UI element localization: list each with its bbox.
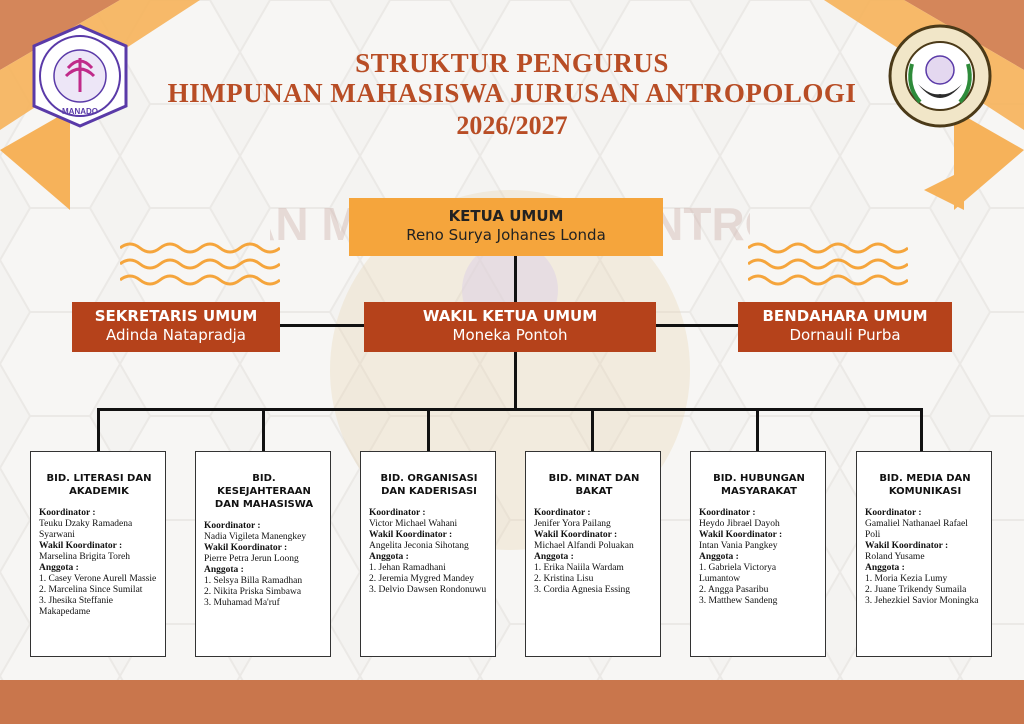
unsrat-logo: MANADO	[32, 24, 128, 128]
anggota-item: 2. Jeremia Mygred Mandey	[369, 574, 474, 584]
koordinator-name: Jenifer Yora Pailang	[534, 519, 611, 529]
koordinator-name: Heydo Jibrael Dayoh	[699, 519, 780, 529]
koordinator-label: Koordinator :	[39, 508, 96, 518]
bendahara-umum-box: BENDAHARA UMUM Dornauli Purba	[738, 302, 952, 352]
connector-div-3	[427, 408, 430, 452]
sekretaris-name: Adinda Natapradja	[106, 326, 246, 344]
anggota-item: 1. Gabriela Victorya Lumantow	[699, 563, 777, 584]
ketua-umum-box: KETUA UMUM Reno Surya Johanes Londa	[349, 198, 663, 256]
anggota-item: 1. Erika Naiila Wardam	[534, 563, 624, 573]
koordinator-label: Koordinator :	[865, 508, 922, 518]
koordinator-label: Koordinator :	[369, 508, 426, 518]
anggota-item: 1. Casey Verone Aurell Massie	[39, 574, 157, 584]
connector-div-1	[97, 408, 100, 452]
connector-div-5	[756, 408, 759, 452]
division-card-minat-bakat: BID. MINAT DAN BAKAT Koordinator : Jenif…	[525, 451, 661, 657]
wakil-koordinator-label: Wakil Koordinator :	[204, 543, 288, 553]
anggota-item: 2. Angga Pasaribu	[699, 585, 769, 595]
anggota-item: 3. Matthew Sandeng	[699, 596, 778, 606]
anggota-item: 3. Delvio Dawsen Rondonuwu	[369, 585, 487, 595]
division-title: BID. KESEJAHTERAAN DAN MAHASISWA	[214, 473, 314, 510]
anggota-label: Anggota :	[534, 552, 574, 562]
sekretaris-umum-box: SEKRETARIS UMUM Adinda Natapradja	[72, 302, 280, 352]
division-card-kesejahteraan: BID. KESEJAHTERAAN DAN MAHASISWA Koordin…	[195, 451, 331, 657]
division-title: BID. ORGANISASI DAN KADERISASI	[380, 473, 478, 497]
sekretaris-role: SEKRETARIS UMUM	[94, 307, 258, 325]
wakil-role: WAKIL KETUA UMUM	[422, 307, 598, 325]
anggota-item: 1. Selsya Billa Ramadhan	[204, 576, 303, 586]
anggota-item: 1. Jehan Ramadhani	[369, 563, 446, 573]
connector-bendahara	[656, 324, 738, 327]
koordinator-label: Koordinator :	[204, 521, 261, 531]
wavy-decoration-right	[748, 242, 908, 286]
wakil-koordinator-label: Wakil Koordinator :	[699, 530, 783, 540]
wakil-koordinator-name: Intan Vania Pangkey	[699, 541, 778, 551]
wavy-decoration-left	[120, 242, 280, 286]
anggota-item: 2. Kristina Lisu	[534, 574, 594, 584]
anggota-item: 2. Nikita Priska Simbawa	[204, 587, 302, 597]
koordinator-name: Gamaliel Nathanael Rafael Poli	[865, 519, 968, 540]
anggota-item: 1. Moria Kezia Lumy	[865, 574, 948, 584]
wakil-koordinator-name: Angelita Jeconia Sihotang	[369, 541, 469, 551]
anggota-item: 3. Muhamad Ma'ruf	[204, 598, 280, 608]
wakil-koordinator-label: Wakil Koordinator :	[534, 530, 618, 540]
connector-horizontal-divisions	[97, 408, 922, 411]
division-card-media: BID. MEDIA DAN KOMUNIKASI Koordinator : …	[856, 451, 992, 657]
anggota-label: Anggota :	[369, 552, 409, 562]
wakil-koordinator-name: Marselina Brigita Toreh	[39, 552, 130, 562]
anggota-label: Anggota :	[204, 565, 244, 575]
division-title: BID. MINAT DAN BAKAT	[548, 473, 640, 497]
wakil-koordinator-name: Michael Alfandi Poluakan	[534, 541, 634, 551]
koordinator-name: Victor Michael Wahani	[369, 519, 458, 529]
title-line-2: HIMPUNAN MAHASISWA JURUSAN ANTROPOLOGI	[167, 78, 857, 108]
bendahara-role: BENDAHARA UMUM	[762, 307, 928, 325]
koordinator-label: Koordinator :	[699, 508, 756, 518]
koordinator-name: Nadia Vigileta Manengkey	[204, 532, 307, 542]
ketua-role: KETUA UMUM	[448, 207, 564, 225]
wakil-koordinator-name: Pierre Petra Jerun Loong	[204, 554, 299, 564]
ketua-name: Reno Surya Johanes Londa	[406, 226, 606, 244]
division-title: BID. MEDIA DAN KOMUNIKASI	[879, 473, 971, 497]
anggota-item: 3. Jehezkiel Savior Moningka	[865, 596, 979, 606]
connector-div-2	[262, 408, 265, 452]
wakil-name: Moneka Pontoh	[452, 326, 568, 344]
wakil-koordinator-label: Wakil Koordinator :	[865, 541, 949, 551]
unsrat-logo-sub: MANADO	[62, 107, 98, 116]
anggota-label: Anggota :	[699, 552, 739, 562]
anggota-item: 2. Juane Trikendy Sumaila	[865, 585, 967, 595]
division-card-organisasi: BID. ORGANISASI DAN KADERISASI Koordinat…	[360, 451, 496, 657]
division-card-humas: BID. HUBUNGAN MASYARAKAT Koordinator : H…	[690, 451, 826, 657]
hima-antropologi-logo	[888, 24, 992, 128]
title-line-1: STRUKTUR PENGURUS	[355, 48, 669, 78]
bendahara-name: Dornauli Purba	[789, 326, 901, 344]
division-card-literasi: BID. LITERASI DAN AKADEMIK Koordinator :…	[30, 451, 166, 657]
anggota-item: 3. Cordia Agnesia Essing	[534, 585, 631, 595]
division-title: BID. HUBUNGAN MASYARAKAT	[713, 473, 805, 497]
koordinator-label: Koordinator :	[534, 508, 591, 518]
wakil-koordinator-label: Wakil Koordinator :	[39, 541, 123, 551]
footer-band	[0, 680, 1024, 724]
connector-div-6	[920, 408, 923, 452]
anggota-item: 3. Jhesika Steffanie Makapedame	[39, 596, 113, 617]
wakil-koordinator-name: Roland Yusame	[865, 552, 925, 562]
connector-div-4	[591, 408, 594, 452]
anggota-item: 2. Marcelina Since Sumilat	[39, 585, 143, 595]
wakil-ketua-umum-box: WAKIL KETUA UMUM Moneka Pontoh	[364, 302, 656, 352]
wakil-koordinator-label: Wakil Koordinator :	[369, 530, 453, 540]
connector-sekretaris	[280, 324, 364, 327]
koordinator-name: Teuku Dzaky Ramadena Syarwani	[39, 519, 133, 540]
anggota-label: Anggota :	[865, 563, 905, 573]
division-title: BID. LITERASI DAN AKADEMIK	[46, 473, 152, 497]
anggota-label: Anggota :	[39, 563, 79, 573]
title-year: 2026/2027	[456, 111, 568, 140]
